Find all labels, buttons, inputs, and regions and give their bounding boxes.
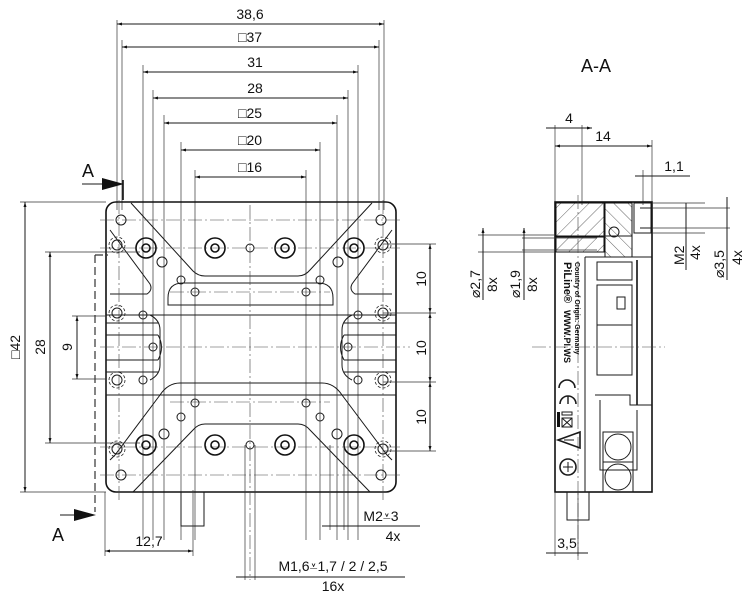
dim-label-10-c: 10 <box>413 409 429 425</box>
marking-origin: Country of Origin: Germany <box>573 262 580 355</box>
callout-m2-count: 4x <box>687 245 703 260</box>
callout-dia-2-7-count: 8x <box>484 277 500 292</box>
dim-label-25: □25 <box>238 105 262 121</box>
section-marker-top: A <box>82 161 124 200</box>
thread-callout-m1-6-count: 16x <box>322 578 345 594</box>
callout-dia-2-7: ⌀2,7 <box>467 270 483 298</box>
callout-dia-3-5: ⌀3,5 <box>711 250 727 278</box>
bottom-dimensions: 12,7 M2⩡3 4x M1,6⩡1,7 / 2 / 2,5 16x <box>104 445 420 594</box>
thread-callout-m2: M2⩡3 <box>363 508 398 524</box>
shaft <box>180 491 205 527</box>
dim-label-10-b: 10 <box>413 340 429 356</box>
section-dim-14: 14 <box>595 128 611 144</box>
dim-label-37: □37 <box>238 29 262 45</box>
dim-label-28: 28 <box>247 80 263 96</box>
section-dim-1-1: 1,1 <box>664 158 684 174</box>
section-marker-letter-top: A <box>82 161 94 181</box>
warning-triangle-icon <box>555 430 581 450</box>
callout-m2: M2 <box>671 245 687 265</box>
callout-dia-1-9: ⌀1,9 <box>507 270 523 298</box>
dim-label-16: □16 <box>238 159 262 175</box>
section-view: 4 14 1,1 PiLine® <box>467 110 745 560</box>
section-arrow-bottom <box>74 509 96 521</box>
left-dimension-stack: □42 28 9 <box>7 201 140 493</box>
weee-bin-icon <box>557 411 573 428</box>
callout-dia-3-5-count: 4x <box>729 250 745 265</box>
lower-pocket <box>132 423 371 493</box>
section-dim-4: 4 <box>565 110 573 126</box>
counterbore-holes-top <box>135 237 365 259</box>
counterbore-holes-bottom <box>135 434 365 456</box>
thread-callout-m2-count: 4x <box>386 528 401 544</box>
upper-pocket <box>130 202 373 277</box>
small-threaded-holes <box>138 256 363 440</box>
dim-label-42: □42 <box>7 335 23 359</box>
ground-symbol-icon <box>559 458 577 476</box>
dim-label-31: 31 <box>247 54 263 70</box>
dim-label-38-6: 38,6 <box>236 6 263 22</box>
edge-threaded-holes <box>108 236 392 458</box>
dim-label-10-a: 10 <box>413 271 429 287</box>
marking-website: WWW.PI.WS <box>562 310 572 363</box>
ce-e-mark-icon <box>559 395 577 405</box>
section-marker-bottom: A <box>52 254 108 545</box>
section-arrow-top <box>102 178 124 190</box>
thread-callout-m1-6: M1,6⩡1,7 / 2 / 2,5 <box>278 558 387 574</box>
section-view-title: A-A <box>581 56 611 76</box>
dim-label-9: 9 <box>59 343 75 351</box>
callout-dia-1-9-count: 8x <box>524 277 540 292</box>
section-dim-3-5: 3,5 <box>557 535 577 551</box>
top-dimension-stack: 38,6 □37 31 28 □25 □20 □16 <box>116 6 385 540</box>
right-dimension-stack: 10 10 10 <box>383 243 436 452</box>
section-marker-letter-bottom: A <box>52 525 64 545</box>
dim-label-28-left: 28 <box>32 339 48 355</box>
dim-label-12-7: 12,7 <box>135 533 162 549</box>
dim-label-20: □20 <box>238 132 262 148</box>
marking-brand: PiLine® <box>561 262 573 303</box>
stage-top-view <box>100 200 410 580</box>
ce-mark-icon <box>558 379 576 389</box>
